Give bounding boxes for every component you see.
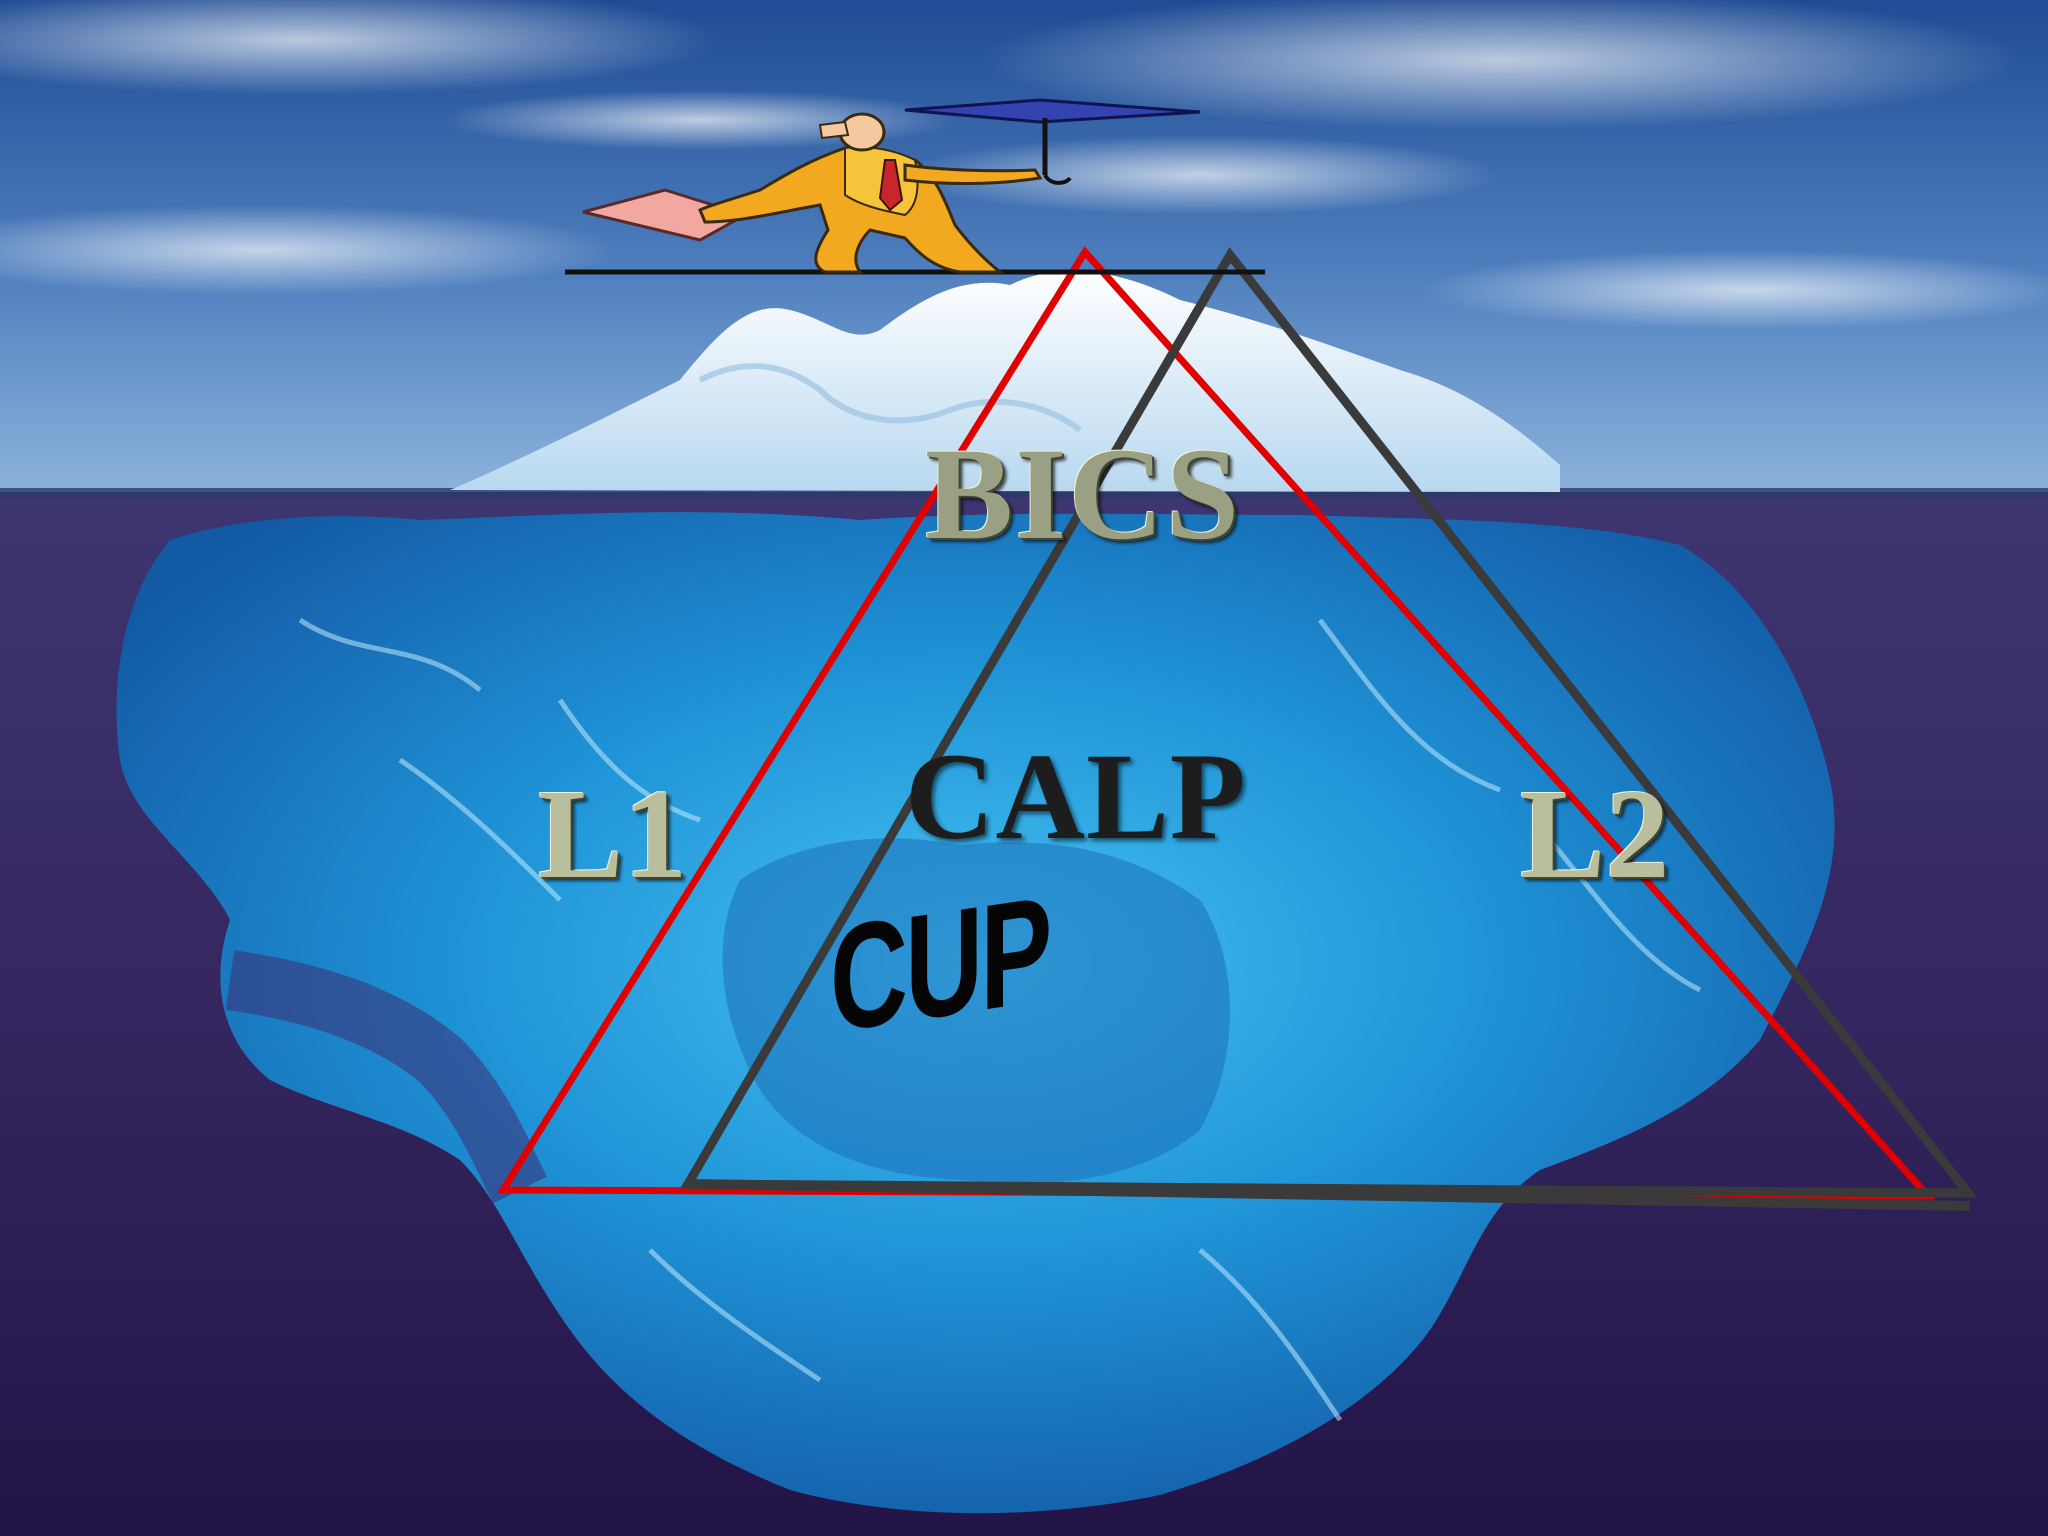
waterline bbox=[0, 488, 2048, 498]
calp-label: CALP bbox=[905, 728, 1247, 865]
cup-label: CUP bbox=[830, 863, 1050, 1064]
tightrope-walker-icon bbox=[582, 98, 1201, 274]
l2-label: L2 bbox=[1520, 763, 1670, 905]
umbrella-icon bbox=[904, 98, 1201, 185]
l1-label: L1 bbox=[538, 763, 688, 905]
bics-label: BICS bbox=[925, 420, 1242, 567]
triangle-l2 bbox=[680, 247, 1978, 1198]
